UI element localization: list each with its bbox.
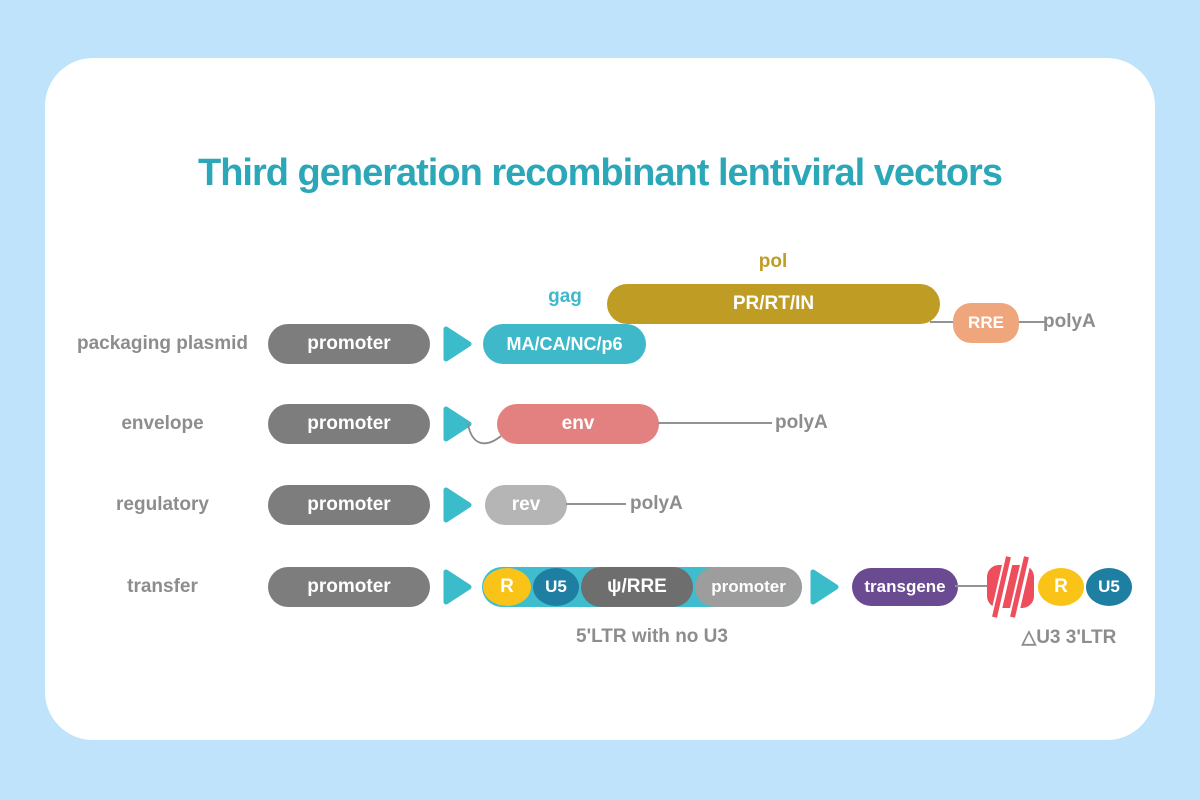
r-element: R — [483, 568, 531, 606]
promoter-pill-row4: promoter — [268, 567, 430, 607]
promoter-pill-row2: promoter — [268, 404, 430, 444]
ltr3-caption: △U3 3'LTR — [1021, 627, 1117, 648]
connector-line — [566, 503, 626, 505]
ltr5-caption: 5'LTR with no U3 — [576, 626, 728, 647]
env-box: env — [497, 404, 659, 444]
r-element-3ltr: R — [1038, 568, 1084, 606]
polya-label-row3: polyA — [630, 493, 683, 514]
deleted-u3-block — [975, 550, 1045, 625]
connector-line — [658, 422, 772, 424]
row-label-envelope: envelope — [121, 413, 204, 434]
u5-element: U5 — [533, 568, 579, 606]
flow-arrow-icon — [443, 569, 472, 605]
transgene-box: transgene — [852, 568, 958, 606]
rev-box: rev — [485, 485, 567, 525]
pol-label: pol — [758, 251, 788, 272]
flow-arrow-icon — [810, 569, 839, 605]
internal-promoter-box: promoter — [695, 567, 802, 607]
row-label-packaging-plasmid: packaging plasmid — [76, 333, 249, 354]
psi-rre-box: ψ/RRE — [581, 567, 693, 607]
row-label-regulatory: regulatory — [116, 494, 209, 515]
connector-line — [955, 585, 991, 587]
promoter-pill-row3: promoter — [268, 485, 430, 525]
gag-label: gag — [548, 286, 582, 307]
polya-label-row2: polyA — [775, 412, 828, 433]
row-label-transfer: transfer — [127, 576, 198, 597]
flow-arrow-icon — [443, 406, 472, 442]
polya-label-row1: polyA — [1043, 311, 1096, 332]
rre-box: RRE — [953, 303, 1019, 343]
page-title: Third generation recombinant lentiviral … — [198, 152, 1003, 194]
flow-arrow-icon — [443, 487, 472, 523]
splice-curve-icon — [467, 423, 502, 445]
flow-arrow-icon — [443, 326, 472, 362]
promoter-pill-row1: promoter — [268, 324, 430, 364]
pol-box: PR/RT/IN — [607, 284, 940, 324]
u5-element-3ltr: U5 — [1086, 568, 1132, 606]
gag-box: MA/CA/NC/p6 — [483, 324, 646, 364]
diagram-card — [45, 58, 1155, 740]
